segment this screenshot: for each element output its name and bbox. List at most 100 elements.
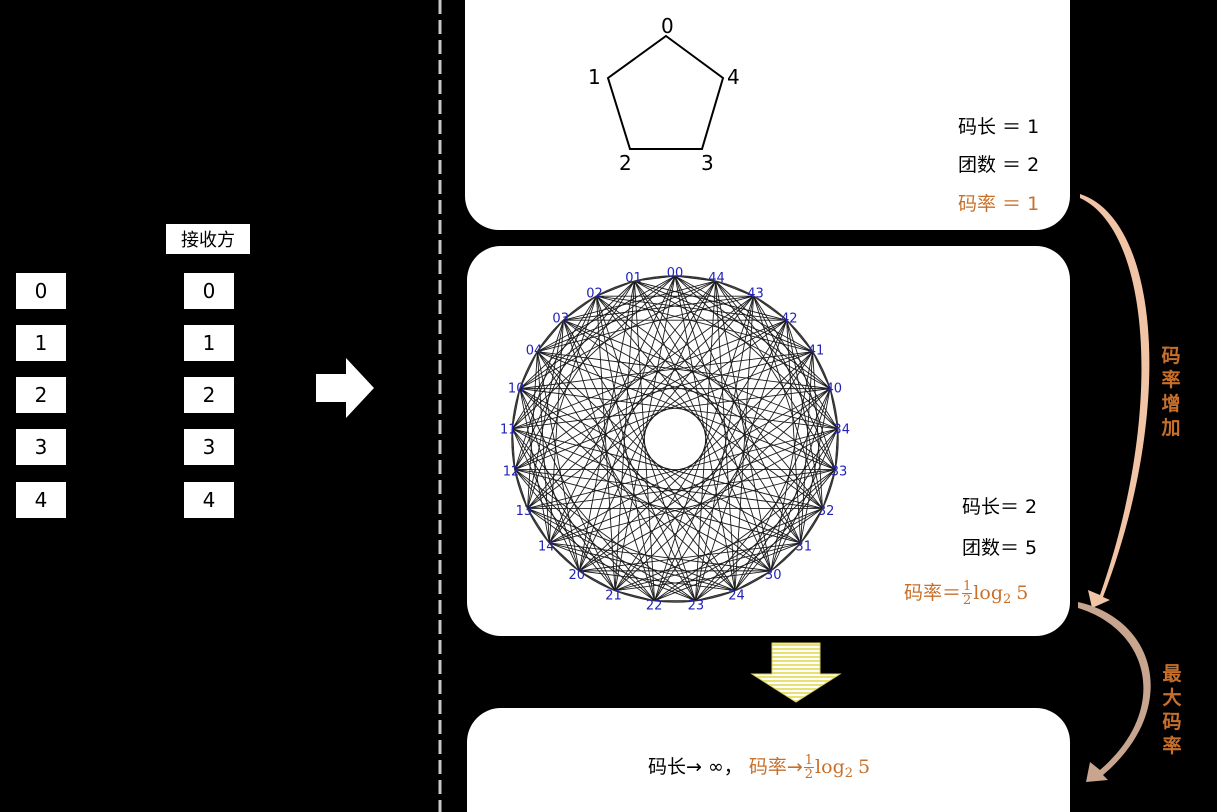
graph-node-label: 01	[625, 271, 642, 286]
rate-increase-char: 码	[1161, 345, 1181, 367]
graph-edge	[512, 351, 813, 430]
graph-node-label: 11	[500, 423, 517, 438]
graph-edge	[654, 319, 787, 601]
graph-node-label: 22	[646, 599, 663, 614]
graph-edge	[634, 280, 813, 353]
graph-edge	[527, 295, 754, 509]
rate-increase-char: 率	[1161, 369, 1181, 391]
graph-node-label: 23	[688, 599, 705, 614]
graph-edge	[634, 280, 823, 509]
graph-node-label: 33	[831, 464, 848, 479]
limit-rate-arg: 5	[858, 756, 871, 778]
graph-edge	[614, 281, 635, 591]
graph-edge	[511, 428, 580, 572]
graph-edge	[614, 570, 771, 592]
graph-edge	[512, 388, 831, 430]
graph-edge	[578, 275, 676, 572]
graph-edge	[519, 351, 813, 390]
circle-code-length: 码长＝ 2	[962, 496, 1038, 518]
pentagon-graph: 0 1 2 3 4	[588, 14, 740, 175]
circle-clique-number: 团数＝ 5	[962, 537, 1038, 559]
sender-symbol-0: 0	[16, 273, 66, 309]
graph-edge	[514, 295, 597, 470]
graph-edge	[511, 280, 635, 430]
receiver-symbol-1: 1	[184, 325, 234, 361]
graph-edge	[549, 542, 736, 591]
pentagon-node-3: 3	[701, 151, 714, 175]
graph-edge	[549, 428, 838, 544]
graph-edge	[654, 542, 801, 602]
limit-rate-prefix: 码率→	[748, 756, 803, 778]
graph-edge	[537, 351, 838, 430]
graph-edge	[514, 320, 564, 470]
receiver-symbol-4: 4	[184, 482, 234, 518]
graph-edge	[511, 295, 597, 430]
graph-node-label: 12	[503, 464, 520, 479]
graph-edge	[770, 428, 839, 572]
graph-edge	[519, 280, 635, 389]
max-rate-char: 码	[1162, 711, 1182, 733]
graph-node-label: 30	[765, 568, 782, 583]
graph-edge	[614, 542, 801, 591]
side-arrows	[1078, 194, 1151, 782]
graph-edge	[715, 281, 736, 591]
graph-edge	[537, 351, 831, 390]
graph-node-label: 21	[605, 588, 622, 603]
graph-edge	[734, 469, 836, 591]
graph-edge	[614, 351, 813, 591]
graph-edge	[563, 319, 838, 430]
max-rate-char: 最	[1162, 663, 1182, 685]
graph-edge	[715, 280, 831, 389]
receiver-label: 接收方	[166, 224, 250, 254]
graph-node-label: 41	[808, 344, 825, 359]
circle-rate-log: log	[973, 582, 1003, 604]
rate-increase-char: 增	[1161, 393, 1181, 415]
graph-edge	[786, 320, 823, 509]
sender-symbol-4: 4	[16, 482, 66, 518]
graph-edge	[512, 319, 787, 430]
graph-edge	[674, 275, 772, 572]
graph-edge	[634, 280, 801, 544]
graph-edge	[537, 280, 716, 353]
graph-edge	[695, 469, 836, 602]
graph-node-label: 32	[818, 504, 835, 519]
graph-node-label: 14	[538, 539, 555, 554]
circle-rate-num: 1	[962, 579, 973, 594]
graph-edge	[734, 428, 839, 591]
graph-node-label: 02	[586, 287, 603, 302]
graph-node-label: 13	[516, 504, 533, 519]
graph-edge	[695, 508, 823, 602]
max-rate-arrow-icon	[1078, 602, 1151, 782]
max-rate-label: 最 大 码 率	[1160, 662, 1184, 758]
graph-node-label: 20	[569, 568, 586, 583]
circle-rate-arg: 5	[1016, 582, 1029, 604]
graph-edge	[519, 280, 716, 390]
graph-node-label: 00	[667, 266, 684, 281]
graph-edge	[527, 320, 564, 509]
graph-edge	[514, 469, 616, 591]
pentagon-rate: 码率 ＝ 1	[958, 193, 1040, 215]
graph-edge	[514, 469, 655, 602]
limit-rate-den: 2	[804, 767, 814, 782]
graph-node-label: 31	[795, 539, 812, 554]
graph-edge	[519, 388, 772, 572]
graph-node-label: 44	[708, 271, 725, 286]
circle-rate-prefix: 码率＝	[904, 582, 962, 604]
graph-edge	[527, 508, 696, 602]
graph-edge	[674, 275, 831, 389]
graph-node-label: 24	[728, 588, 745, 603]
graph-edge	[634, 281, 656, 601]
graph-edge	[596, 295, 836, 470]
graph-node-label: 34	[833, 423, 850, 438]
graph-edge	[527, 319, 787, 509]
sender-symbol-2: 2	[16, 377, 66, 413]
graph-edge	[753, 295, 839, 430]
graph-edge	[519, 388, 550, 543]
graph-node-label: 43	[747, 287, 764, 302]
graph-edge	[563, 295, 754, 321]
graph-edge	[537, 351, 736, 591]
graph-node-label: 04	[526, 344, 543, 359]
graph-edge	[596, 295, 801, 544]
